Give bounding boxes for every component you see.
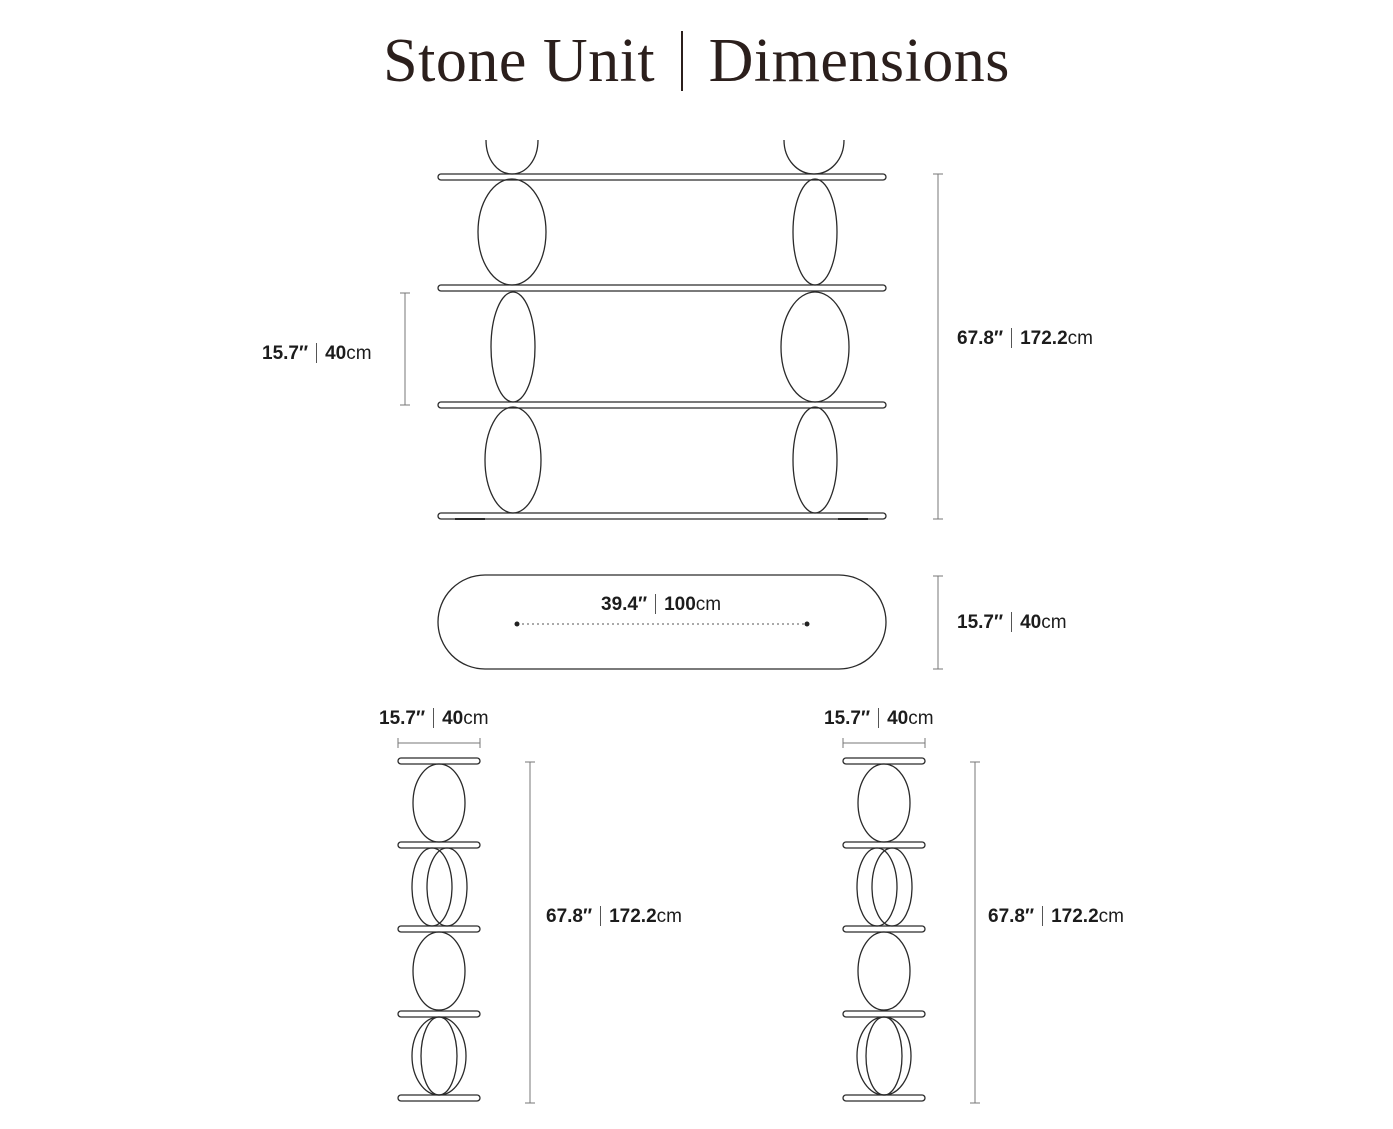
top-view bbox=[437, 574, 887, 670]
side-left-stone-1 bbox=[412, 763, 466, 843]
front-dimension-lines bbox=[400, 173, 943, 520]
side-left-stone-2a bbox=[411, 847, 453, 927]
side-left-shelf-1 bbox=[397, 757, 481, 765]
side-right-shelf-2 bbox=[842, 841, 926, 849]
top-view-shelf bbox=[437, 574, 887, 670]
leg-spacing-label: 39.4″100cm bbox=[601, 594, 722, 615]
side-right-depth-label: 15.7″40cm bbox=[824, 708, 934, 729]
page-title: Stone Unit Dimensions bbox=[0, 30, 1393, 92]
leg-point-left bbox=[514, 621, 520, 627]
side-left-stone-3 bbox=[412, 931, 466, 1011]
side-left-stone-4a bbox=[411, 1016, 467, 1096]
front-stone-left-3 bbox=[484, 406, 542, 514]
front-shelf-bottom bbox=[437, 512, 887, 520]
side-left-shelf-3 bbox=[397, 925, 481, 933]
side-right-height-label: 67.8″172.2cm bbox=[988, 906, 1124, 927]
side-left-dimension-lines bbox=[397, 738, 535, 1104]
leg-point-right bbox=[804, 621, 810, 627]
front-height-label: 67.8″172.2cm bbox=[957, 328, 1093, 349]
front-shelf-top bbox=[437, 173, 887, 181]
side-view-right bbox=[842, 757, 926, 1102]
side-right-shelf-3 bbox=[842, 925, 926, 933]
side-right-stone-2a bbox=[856, 847, 898, 927]
title-name: Stone Unit bbox=[383, 27, 656, 95]
side-left-shelf-4 bbox=[397, 1010, 481, 1018]
title-subtitle: Dimensions bbox=[708, 27, 1010, 95]
front-stone-right-1 bbox=[792, 178, 838, 286]
side-left-stone-4b bbox=[420, 1016, 458, 1096]
front-shelf-3 bbox=[437, 401, 887, 409]
side-left-shelf-5 bbox=[397, 1094, 481, 1102]
side-right-stone-3 bbox=[857, 931, 911, 1011]
front-stone-left-2 bbox=[490, 291, 536, 403]
side-left-depth-label: 15.7″40cm bbox=[379, 708, 489, 729]
shelf-spacing-label: 15.7″40cm bbox=[262, 343, 372, 364]
title-divider bbox=[681, 31, 683, 91]
side-right-stone-4a bbox=[856, 1016, 912, 1096]
side-right-shelf-4 bbox=[842, 1010, 926, 1018]
side-right-shelf-1 bbox=[842, 757, 926, 765]
top-dimension-lines bbox=[933, 575, 943, 670]
front-stone-cap-right bbox=[783, 139, 845, 175]
front-stone-right-3 bbox=[792, 406, 838, 514]
side-left-stone-2b bbox=[426, 847, 468, 927]
front-stone-right-2 bbox=[780, 291, 850, 403]
side-view-left bbox=[397, 757, 481, 1102]
front-view bbox=[437, 139, 887, 520]
top-depth-label: 15.7″40cm bbox=[957, 612, 1067, 633]
side-right-dimension-lines bbox=[842, 738, 980, 1104]
side-right-stone-1 bbox=[857, 763, 911, 843]
side-left-shelf-2 bbox=[397, 841, 481, 849]
front-stone-cap-left bbox=[485, 139, 539, 175]
front-shelf-2 bbox=[437, 284, 887, 292]
side-left-height-label: 67.8″172.2cm bbox=[546, 906, 682, 927]
side-right-stone-2b bbox=[871, 847, 913, 927]
side-right-shelf-5 bbox=[842, 1094, 926, 1102]
front-stone-left-1 bbox=[477, 178, 547, 286]
side-right-stone-4b bbox=[865, 1016, 903, 1096]
